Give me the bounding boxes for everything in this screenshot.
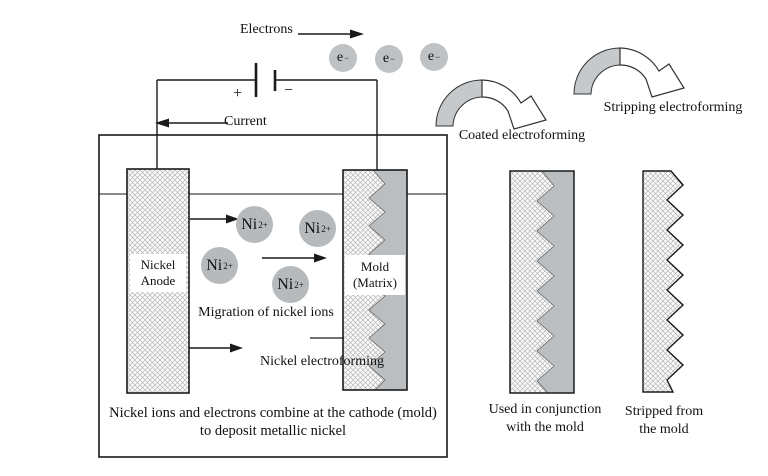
stripped-label-line2: the mold [639,421,689,437]
migration-label: Migration of nickel ions [198,305,334,320]
stripped-label-line1: Stripped from [624,404,704,419]
tank-caption-line2: to deposit metallic nickel [199,423,347,440]
ion-migration-arrows [189,214,344,353]
battery-plus-label: + [233,85,243,102]
stripped-shell-shape [642,170,685,393]
coated-arch-arrow-icon [435,79,547,130]
nickel-ion-symbol: Ni [206,256,223,274]
stripping-electroforming-label: Stripping electroforming [603,100,743,115]
electron-symbol: e [382,51,390,66]
tank-caption-line1: Nickel ions and electrons combine at the… [109,405,437,421]
battery-minus-label: − [284,82,294,99]
anode-label-line1: Nickel [140,256,176,272]
used-label-line2: with the mold [506,419,584,435]
nickel-ion-symbol: Ni [277,275,294,293]
circuit-wires [156,79,378,170]
electrolyte-tank [98,134,448,458]
mold-label-line1: Mold [360,258,390,274]
battery-icon [254,63,277,97]
stripped-from-mold-label: Stripped from the mold [625,403,703,438]
electron-icon: e− [375,45,403,73]
nickel-electroforming-label: Nickel electroforming [259,354,385,369]
electron-icon: e− [329,44,357,72]
electron-flow-arrow-icon [298,29,364,39]
coated-mold-shape [509,170,575,394]
electron-symbol: e [427,49,435,64]
electrons-label: Electrons [240,22,293,37]
tank-caption: Nickel ions and electrons combine at the… [109,404,437,440]
nickel-ion-symbol: Ni [304,219,321,237]
electron-icon: e− [420,43,448,71]
mold-matrix-label: Mold (Matrix) [345,255,405,295]
anode-label-line2: Anode [140,273,176,288]
current-arrow-icon [155,118,228,128]
used-label-line1: Used in conjunction [488,402,602,417]
nickel-anode-label: Nickel Anode [130,254,186,292]
electron-symbol: e [336,50,344,65]
mold-label-line2: (Matrix) [352,275,398,290]
stripping-arch-arrow-icon [573,47,685,98]
nickel-ion-symbol: Ni [241,215,258,233]
coated-electroforming-label: Coated electroforming [458,128,586,143]
current-label: Current [224,114,267,129]
used-with-mold-label: Used in conjunction with the mold [489,401,602,436]
